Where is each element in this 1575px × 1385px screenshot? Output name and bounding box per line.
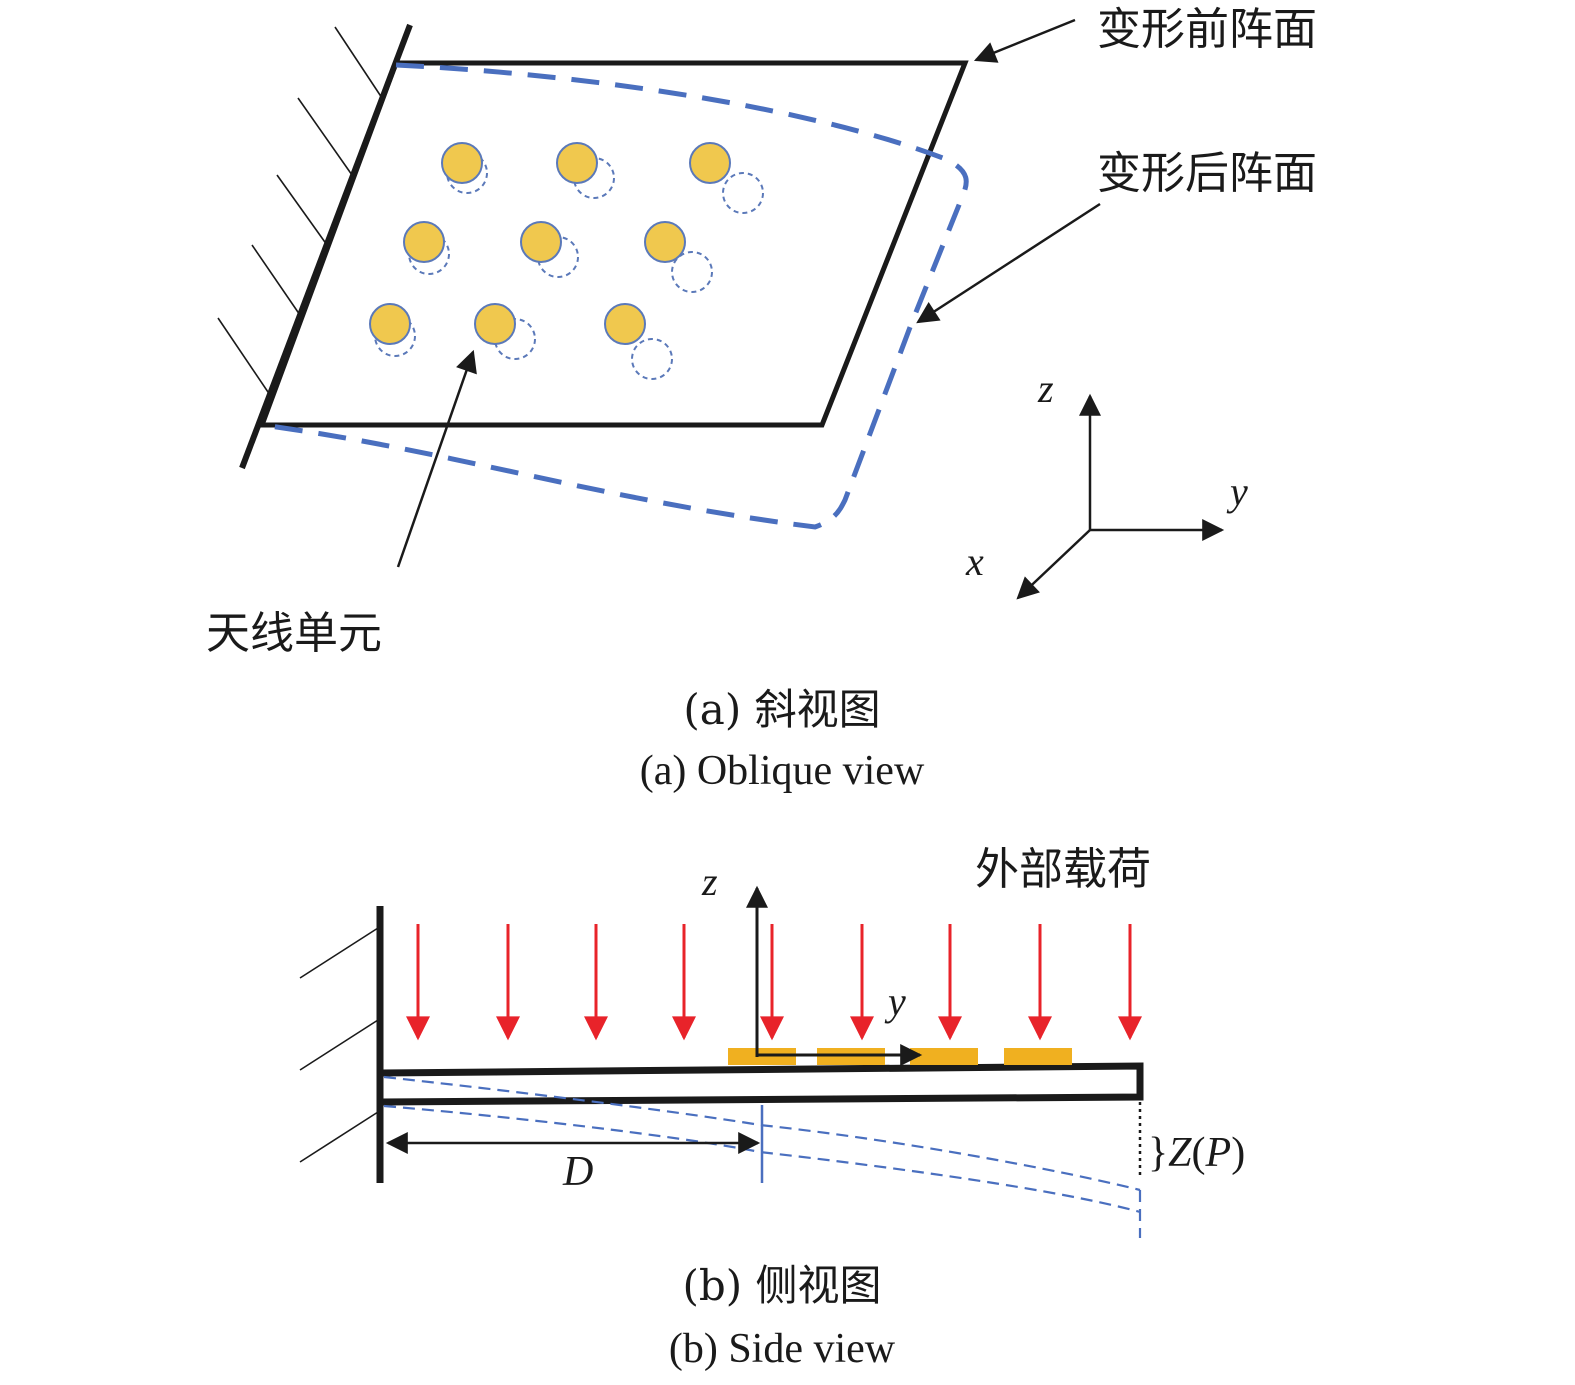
after-leader-arrow [916,202,1101,324]
antenna-element-displaced [631,338,673,380]
side-axis-label-y: y [884,979,906,1024]
antenna-elements [369,142,764,380]
zp-open: ( [1192,1130,1206,1176]
load-arrows [406,924,1142,1041]
undeformed-panel [258,60,969,428]
caption-a-cn: (a) 斜视图 [683,685,880,734]
wall-hatch [217,26,383,396]
antenna-element [644,221,686,263]
side-wall-hatch [299,927,379,1163]
side-axis-label-z: z [701,859,718,904]
antenna-element-displaced [671,251,713,293]
antenna-patches [728,1048,1072,1065]
caption-a-en: (a) Oblique view [640,748,925,794]
label-external-load: 外部载荷 [975,844,1151,895]
antenna-patch [910,1048,978,1065]
label-before-deformation: 变形前阵面 [1097,4,1317,55]
beam [381,1062,1144,1106]
antenna-element [474,303,516,345]
deformed-panel [261,62,969,530]
antenna-element [441,142,483,184]
antenna-patch [1004,1048,1072,1065]
axis-label-x: x [965,539,984,584]
antenna-element [520,221,562,263]
axis-x-arrow [1016,529,1091,600]
caption-b-cn: (b) 侧视图 [682,1261,881,1310]
antenna-element [403,221,445,263]
antenna-element [604,303,646,345]
antenna-element-displaced [722,172,764,214]
axis-label-y: y [1226,469,1248,514]
axis-label-z: z [1037,366,1054,411]
label-after-deformation: 变形后阵面 [1097,148,1317,199]
zp-brace: } [1148,1130,1168,1176]
antenna-element [556,142,598,184]
oblique-axes [1016,393,1225,600]
before-leader-arrow [973,18,1076,63]
side-view: D }Z(P) z y 外部载荷 (b) 侧视图 (b) Side view [299,844,1245,1372]
element-leader-arrow [396,349,477,568]
label-d: D [562,1149,593,1195]
zp-close: ) [1231,1130,1245,1176]
deformed-beam [383,1075,1142,1238]
zp-p: P [1205,1130,1232,1176]
oblique-view: 变形前阵面 变形后阵面 天线单元 z y x (a) 斜视图 (a) Obliq… [206,4,1317,794]
label-antenna-element: 天线单元 [206,608,382,659]
antenna-element [689,142,731,184]
caption-b-en: (b) Side view [669,1326,896,1372]
antenna-element [369,303,411,345]
zp-z: Z [1168,1130,1192,1176]
label-zp: }Z(P) [1148,1130,1245,1176]
